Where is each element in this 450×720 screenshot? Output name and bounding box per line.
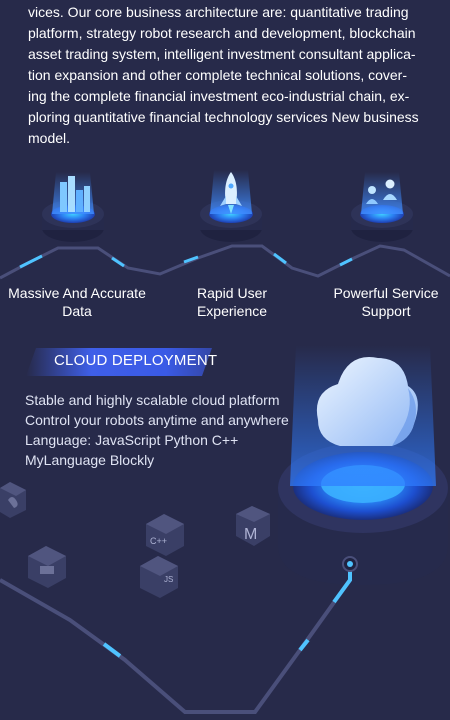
section-title: CLOUD DEPLOYMENT [54, 352, 218, 369]
circuit-line-glow [298, 638, 310, 652]
m-label: M [244, 526, 257, 543]
cloud-feature-line: MyLanguage Blockly [25, 452, 155, 468]
intro-line: asset trading system, intelligent invest… [28, 46, 416, 62]
connector-glow [273, 252, 287, 265]
circuit-node-light [347, 561, 353, 567]
feature-service-pedestal [351, 172, 413, 242]
cloud-feature-line: Stable and highly scalable cloud platfor… [25, 392, 280, 408]
circuit-line-glow [102, 642, 122, 658]
js-label: JS [164, 575, 173, 584]
feature-label-data: Massive And Accurate Data [4, 284, 150, 320]
cloud-icon [316, 357, 418, 446]
cloud-feature-line: Language: JavaScript Python C++ [25, 432, 239, 448]
feature-label-line: Experience [196, 303, 268, 319]
feature-label-line: Massive And Accurate [8, 285, 146, 301]
feature-label-line: Rapid User [196, 285, 268, 301]
intro-line: tion expansion and other complete techni… [28, 67, 407, 83]
cloud-platform [278, 345, 448, 585]
connector-glow [111, 256, 125, 268]
connector-glow [19, 254, 43, 269]
service-figures-icon [366, 179, 397, 204]
feature-rocket-pedestal [200, 170, 262, 242]
data-bars-icon [60, 176, 90, 212]
rocket-icon [220, 172, 242, 214]
intro-line: model. [28, 130, 71, 146]
intro-line: platform, strategy robot research and de… [28, 25, 416, 41]
intro-line: ing the complete financial investment ec… [28, 88, 410, 104]
feature-label-experience: Rapid User Experience [170, 284, 294, 320]
feature-label-line: Data [62, 303, 92, 319]
connector-glow [339, 257, 353, 267]
puzzle-cube [0, 482, 26, 518]
section-banner [26, 348, 212, 376]
cpp-cube: C++ [146, 514, 184, 556]
connector-glow [183, 255, 199, 264]
cpp-label: C++ [150, 536, 167, 546]
js-cube: JS [140, 556, 178, 598]
intro-line: vices. Our core business architecture ar… [28, 4, 409, 20]
feature-label-support: Powerful Service Support [326, 284, 446, 320]
plug-cube [28, 546, 66, 588]
cloud-feature-line: Control your robots anytime and anywhere [25, 412, 289, 428]
feature-label-line: Powerful Service [333, 285, 439, 301]
intro-line: ploring quantitative financial technolog… [28, 109, 419, 125]
intro-paragraph: vices. Our core business architecture ar… [28, 2, 433, 149]
feature-connector-line [0, 244, 450, 280]
feature-data-pedestal [42, 172, 104, 242]
m-cube: M [236, 506, 270, 546]
feature-label-line: Support [361, 303, 411, 319]
